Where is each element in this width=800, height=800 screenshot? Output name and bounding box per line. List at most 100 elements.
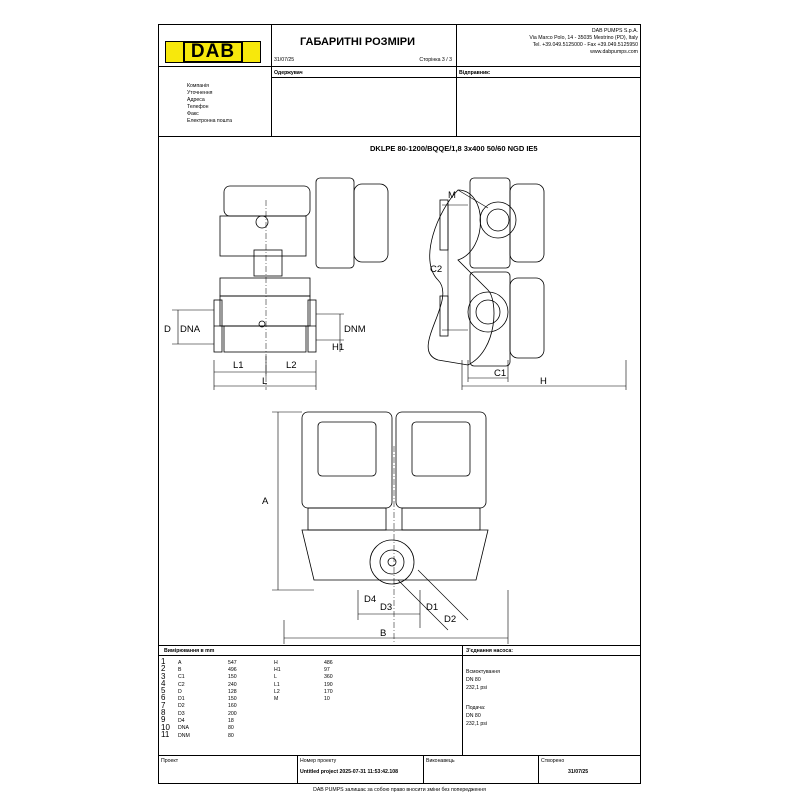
- dimension-value: 360: [324, 674, 333, 681]
- parties-bottom-line: [158, 136, 641, 137]
- created-label: Створено: [541, 758, 565, 764]
- project-number-label: Номер проекту: [300, 758, 337, 764]
- dimension-row: L 360: [274, 674, 364, 681]
- dimension-row: H1 97: [274, 666, 364, 673]
- dimension-name: L: [274, 674, 277, 681]
- header-bottom-line: [158, 66, 641, 67]
- dimension-name: C2: [178, 681, 185, 688]
- table-bottom-line: [158, 755, 641, 756]
- dimension-value: 547: [228, 659, 237, 666]
- dimension-row: L2 170: [274, 688, 364, 695]
- dimension-value: 80: [228, 732, 234, 739]
- field-phone: Телефон: [187, 104, 209, 110]
- footer-divider-3: [538, 755, 539, 784]
- dimension-name: D3: [178, 710, 185, 717]
- dimension-value: 170: [324, 688, 333, 695]
- dimension-name: C1: [178, 674, 185, 681]
- connections-block: Всмоктування DN 80 232,1 psi Подача: DN …: [466, 669, 500, 727]
- dimension-value: 150: [228, 696, 237, 703]
- inlet-psi: 232,1 psi: [466, 685, 488, 691]
- project-number-value: Untitled project 2025-07-31 11:53:42.108: [300, 769, 399, 775]
- dim-label-dnm: DNM: [344, 324, 366, 335]
- created-value: 31/07/25: [568, 769, 589, 775]
- connections-header: З'єднання насоса:: [466, 648, 513, 654]
- top-view-pump: [301, 411, 489, 644]
- inlet-label: Всмоктування: [466, 669, 500, 675]
- dimension-value: 97: [324, 666, 330, 673]
- front-view-pump: [427, 177, 545, 367]
- header-divider-2: [456, 24, 457, 136]
- dimension-value: 18: [228, 718, 234, 725]
- dab-logo: DAB: [165, 41, 261, 63]
- dimension-value: 496: [228, 666, 237, 673]
- receiver-label: Одержувач: [274, 70, 303, 76]
- side-view-pump: [213, 177, 389, 390]
- dimension-row: D1 150: [178, 695, 268, 702]
- dimension-name: D: [178, 688, 182, 695]
- dimension-value: 240: [228, 681, 237, 688]
- copyright-note: DAB PUMPS залишає за собою право вносити…: [313, 787, 486, 793]
- table-divider: [462, 645, 463, 755]
- dimension-value: 128: [228, 688, 237, 695]
- dimension-name: D1: [178, 696, 185, 703]
- dim-label-d: D: [164, 324, 171, 335]
- outlet-label: Подача:: [466, 705, 486, 711]
- dimension-name: DNA: [178, 725, 189, 732]
- dimension-value: 190: [324, 681, 333, 688]
- party-label-line: [271, 77, 641, 78]
- dim-label-l1: L1: [233, 360, 244, 371]
- dimension-value: 150: [228, 674, 237, 681]
- page-number: Сторінка 3 / 3: [419, 57, 452, 63]
- field-fax: Факс: [187, 111, 199, 117]
- dim-label-l2: L2: [286, 360, 297, 371]
- dimension-row: A 547: [178, 659, 268, 666]
- dim-label-d2: D2: [444, 614, 456, 625]
- dimension-row: B 496: [178, 666, 268, 673]
- dimension-value: 486: [324, 659, 333, 666]
- table-header-line: [158, 655, 641, 656]
- dimension-row: C1 150: [178, 674, 268, 681]
- field-address: Адреса: [187, 97, 205, 103]
- dimension-name: H: [274, 659, 278, 666]
- dimension-value: 10: [324, 696, 330, 703]
- sheet-frame: [158, 24, 641, 784]
- row-numbers: 1 2 3 4 5 6 7 8 9 10 11: [161, 657, 170, 739]
- dimension-row: C2 240: [178, 681, 268, 688]
- dim-label-m: M: [448, 190, 456, 201]
- dim-label-c1: C1: [494, 368, 506, 379]
- table-top-line: [158, 645, 641, 646]
- dimension-name: H1: [274, 666, 281, 673]
- dimension-name: L2: [274, 688, 280, 695]
- dimension-row: M 10: [274, 695, 364, 702]
- inlet-dn: DN 80: [466, 677, 481, 683]
- dimension-name: D4: [178, 718, 185, 725]
- outlet-psi: 232,1 psi: [466, 721, 488, 727]
- dimension-name: A: [178, 659, 182, 666]
- sender-label: Відправник:: [459, 70, 491, 76]
- field-email: Електронна пошта: [187, 118, 232, 124]
- footer-divider-2: [423, 755, 424, 784]
- dimension-row: D 128: [178, 688, 268, 695]
- dim-label-d1: D1: [426, 602, 438, 613]
- dimension-row: H 486: [274, 659, 364, 666]
- dimension-name: M: [274, 696, 279, 703]
- dimension-name: DNM: [178, 732, 190, 739]
- dimension-value: 160: [228, 703, 237, 710]
- dimension-name: B: [178, 666, 182, 673]
- dim-label-h1: H1: [332, 342, 344, 353]
- dimension-row: DNM 80: [178, 732, 268, 739]
- dimension-row: D4 18: [178, 717, 268, 724]
- dim-label-d4: D4: [364, 594, 376, 605]
- dim-label-dna: DNA: [180, 324, 201, 335]
- dim-label-h: H: [540, 376, 547, 387]
- project-label: Проект: [161, 758, 179, 764]
- executor-label: Виконавець: [426, 758, 455, 764]
- dimension-value: 200: [228, 710, 237, 717]
- contact-fields: Компанія Уточнення Адреса Телефон Факс Е…: [187, 83, 232, 125]
- dim-label-c2: C2: [430, 264, 442, 275]
- field-details: Уточнення: [187, 90, 213, 96]
